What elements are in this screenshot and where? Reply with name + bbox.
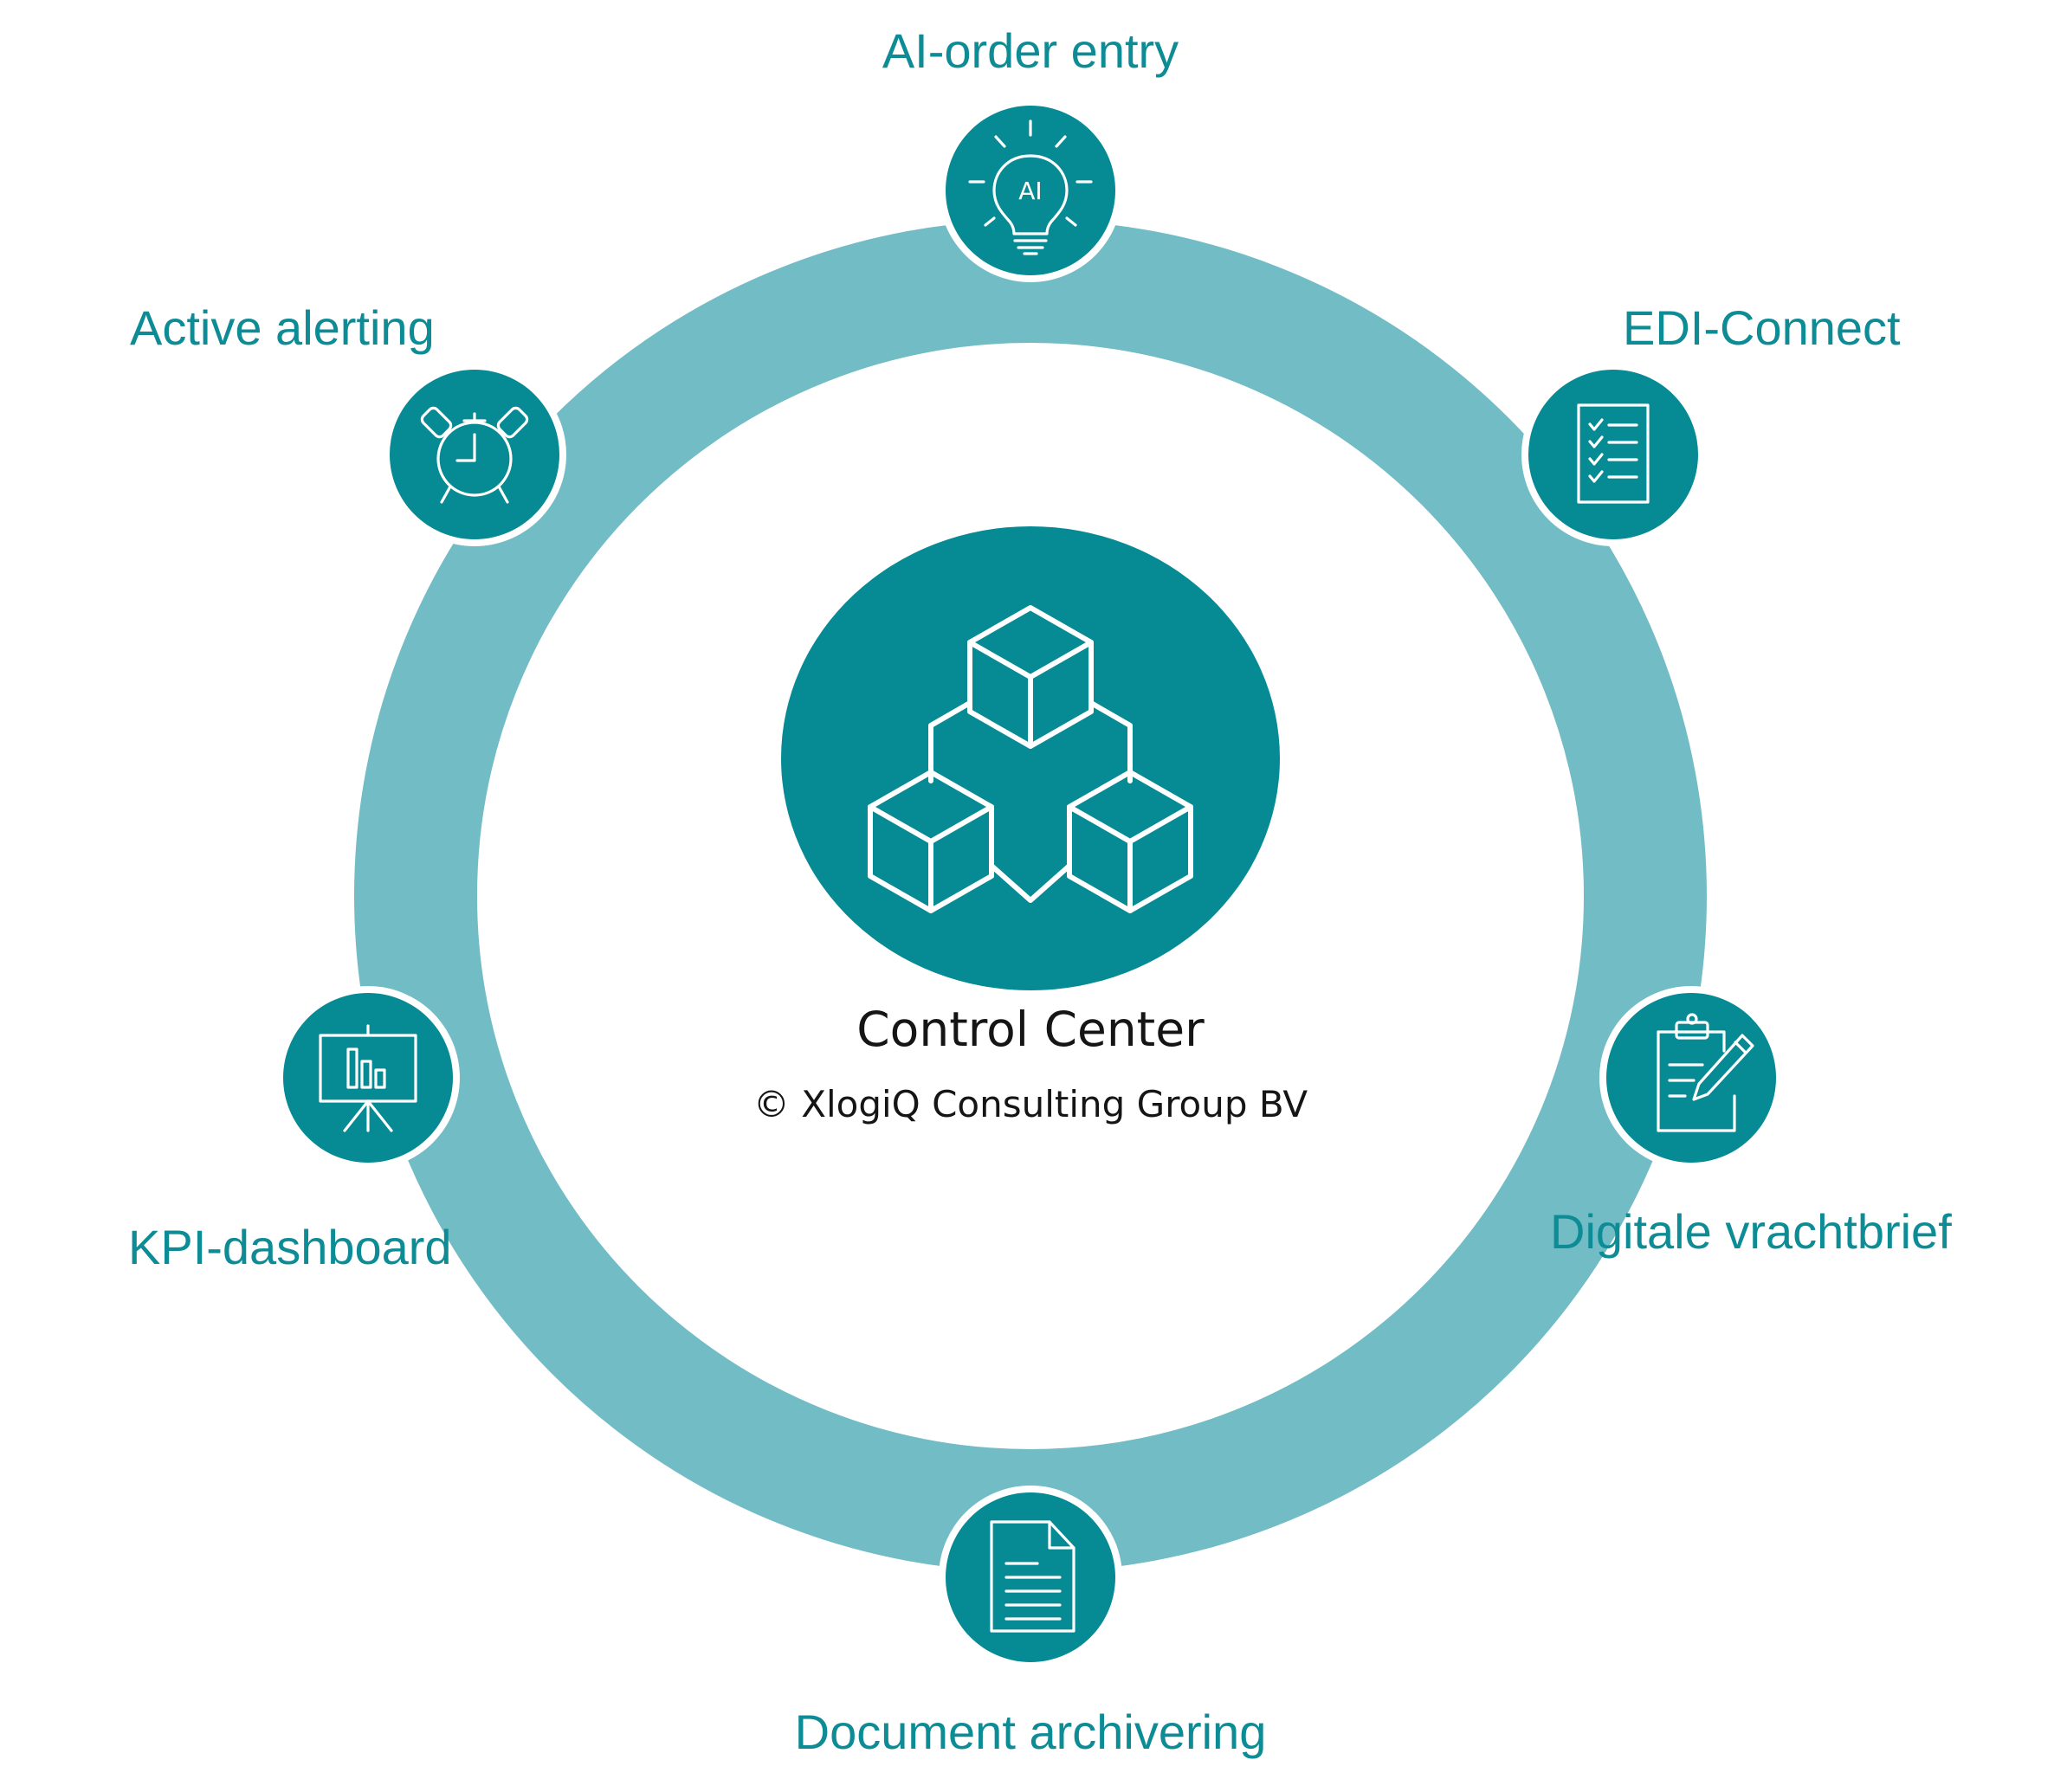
node-ai-order-entry[interactable]: AI — [939, 99, 1122, 282]
node-kpi-dashboard[interactable] — [276, 986, 460, 1170]
document-icon — [990, 1520, 1075, 1633]
node-active-alerting[interactable] — [383, 363, 566, 546]
label-ai-order-entry: AI-order entry — [882, 23, 1179, 78]
svg-text:AI: AI — [1018, 177, 1042, 205]
center-copyright: © XlogiQ Consulting Group BV — [753, 1083, 1308, 1125]
presentation-chart-icon — [319, 1024, 417, 1132]
node-document-archivering[interactable] — [939, 1486, 1122, 1669]
label-document-archivering: Document archivering — [795, 1705, 1267, 1759]
node-digitale-vrachtbrief-badge — [1606, 993, 1776, 1163]
checklist-icon — [1577, 403, 1650, 504]
center-title: Control Center — [856, 1002, 1205, 1057]
center-hub — [781, 526, 1280, 990]
node-kpi-dashboard-badge — [283, 993, 453, 1163]
node-digitale-vrachtbrief[interactable] — [1599, 986, 1783, 1170]
alarm-clock-icon — [420, 406, 529, 504]
label-active-alerting: Active alerting — [130, 300, 435, 355]
ai-lightbulb-icon: AI — [968, 119, 1093, 255]
node-edi-connect-badge — [1528, 370, 1698, 539]
node-ai-order-entry-badge — [946, 106, 1115, 275]
label-kpi-dashboard: KPI-dashboard — [128, 1220, 452, 1274]
node-edi-connect[interactable] — [1521, 363, 1705, 546]
clipboard-pencil-icon — [1657, 1013, 1754, 1132]
modular-cubes-icon — [868, 605, 1193, 913]
label-digitale-vrachtbrief: Digitale vrachtbrief — [1550, 1204, 1952, 1259]
label-edi-connect: EDI-Connect — [1623, 300, 1901, 355]
